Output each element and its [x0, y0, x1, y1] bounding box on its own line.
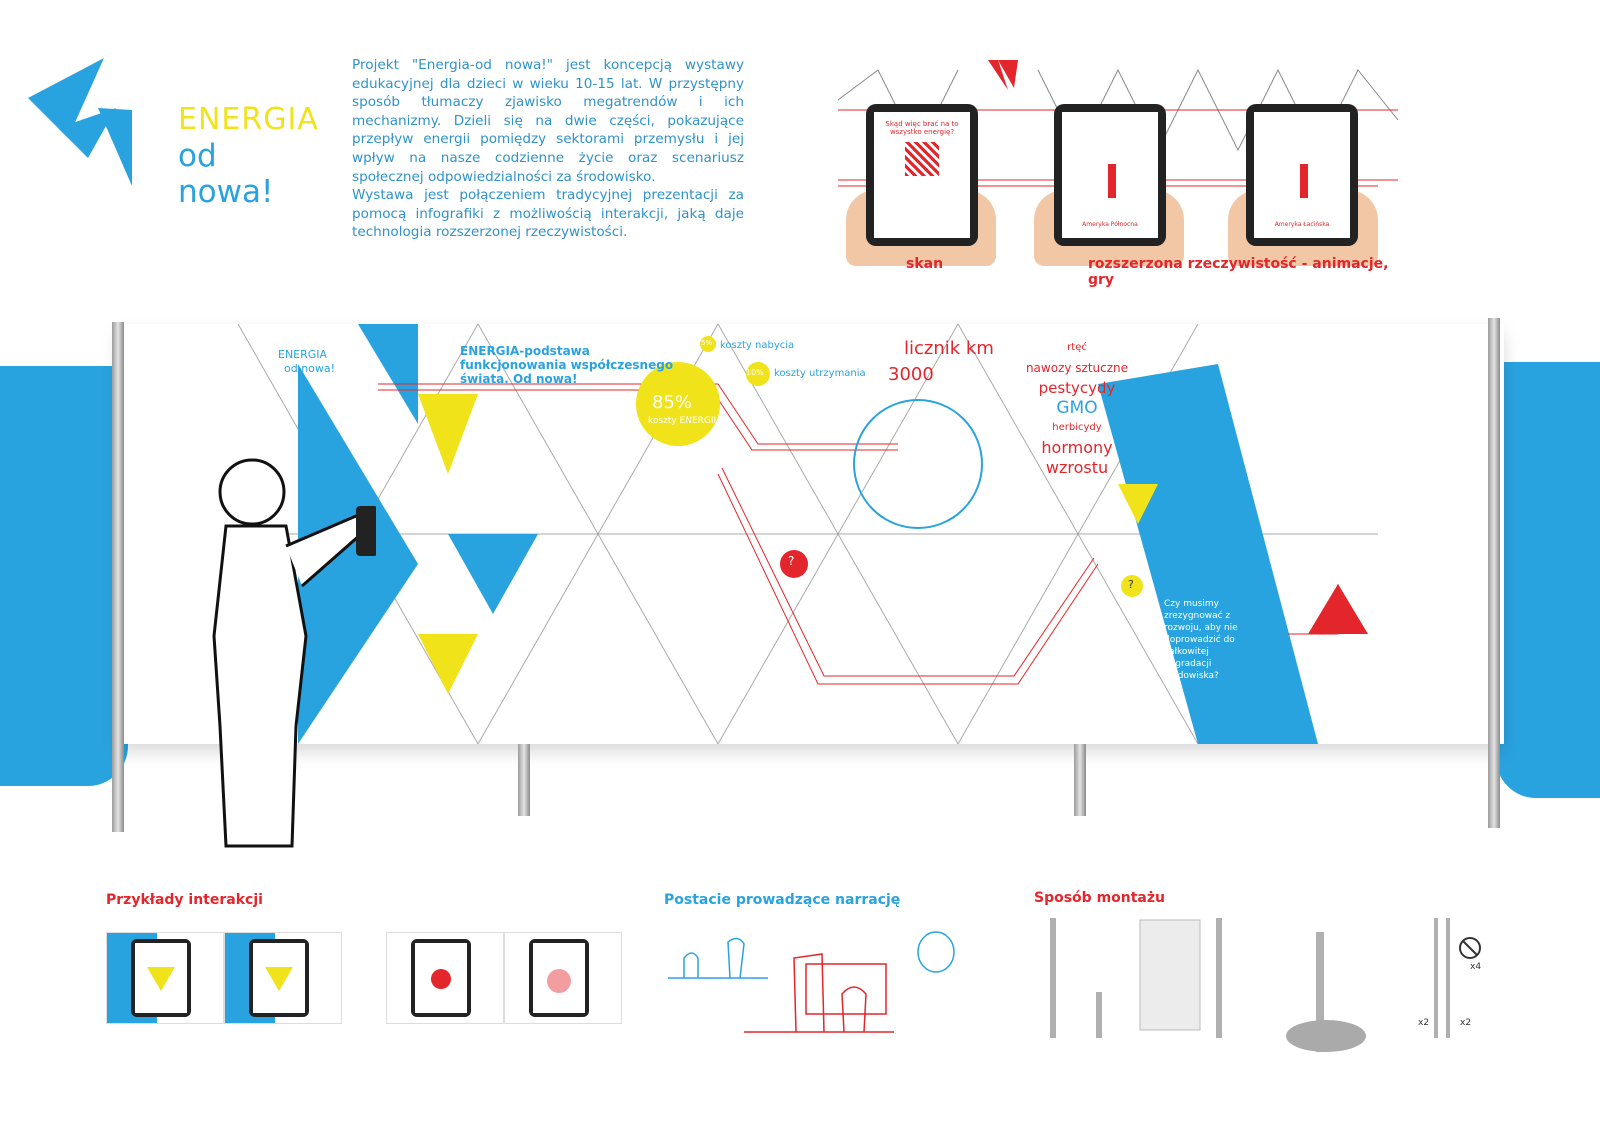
- support-pole: [518, 744, 530, 816]
- question-mark-yellow: ?: [1128, 578, 1134, 591]
- logo-word-od-nowa: od nowa!: [178, 138, 274, 210]
- qty-x2b: x2: [1460, 1018, 1472, 1028]
- assembly-title: Sposób montażu: [1034, 890, 1165, 906]
- narrator-characters-icon: [668, 931, 955, 1033]
- percent-big-caption: koszty ENERGII: [648, 416, 717, 426]
- ar-bar: [1108, 164, 1116, 198]
- question-text: Czy musimy zrezygnować z rozwoju, aby ni…: [1164, 599, 1238, 681]
- interactions-title: Przykłady interakcji: [106, 892, 263, 908]
- chem-item: wzrostu: [1045, 458, 1109, 477]
- interaction-thumb: [106, 932, 224, 1024]
- child-figure-icon: [212, 458, 376, 848]
- chem-item: pestycydy: [1038, 379, 1116, 397]
- chemicals-list: rtęć nawozy sztuczne pestycydy GMO herbi…: [1022, 338, 1132, 478]
- ar-bar: [1300, 164, 1308, 198]
- assembly-diagram-icon: [1050, 918, 1481, 1052]
- intro-text: Projekt "Energia-od nowa!" jest koncepcj…: [352, 56, 744, 242]
- support-pole: [112, 322, 124, 832]
- label-small-1: koszty nabycia: [720, 340, 795, 351]
- percent-small-1: 5%: [701, 339, 713, 347]
- percent-small-2: 10%: [746, 368, 764, 377]
- ar-nav-label: Ameryka Północna: [1082, 221, 1138, 228]
- tablets-illustration: Skąd więc brać na to wszystko energię? A…: [838, 60, 1398, 288]
- wall-logo-line2: od nowa!: [284, 362, 336, 375]
- logo-word-energia: ENERGIA: [178, 102, 319, 137]
- interaction-thumb: [386, 932, 504, 1024]
- percent-big: 85%: [652, 392, 693, 413]
- support-pole: [1488, 318, 1500, 828]
- intro-paragraph-1: Projekt "Energia-od nowa!" jest koncepcj…: [352, 57, 744, 185]
- qty-x2a: x2: [1418, 1018, 1430, 1028]
- scan-screen-text: Skąd więc brać na to wszystko energię?: [885, 120, 959, 136]
- logo-triangles-icon: [28, 58, 132, 186]
- left-blue-band: [0, 366, 128, 786]
- tablet-scan: Skąd więc brać na to wszystko energię?: [866, 104, 978, 246]
- chem-item: hormony: [1041, 438, 1113, 457]
- chem-item: herbicydy: [1052, 422, 1102, 433]
- scan-label: skan: [906, 256, 944, 272]
- qr-code-icon: [905, 142, 939, 176]
- support-pole: [1074, 744, 1086, 816]
- energia-logo: ENERGIA od nowa!: [28, 58, 318, 210]
- interaction-thumb: [224, 932, 342, 1024]
- characters-title: Postacie prowadzące narrację: [664, 892, 901, 908]
- qty-x4: x4: [1470, 962, 1482, 972]
- wall-headline: ENERGIA-podstawa funkcjonowania współcze…: [460, 344, 674, 386]
- counter-title: licznik km: [904, 338, 994, 359]
- ar-label: rozszerzona rzeczywistość - animacje, gr…: [1088, 256, 1389, 288]
- right-blue-band: [1496, 362, 1600, 798]
- ar-nav-label: Ameryka Łacińska: [1274, 221, 1330, 228]
- interaction-thumb: [504, 932, 622, 1024]
- chem-item: GMO: [1056, 398, 1098, 418]
- tablet-ar-1: Ameryka Północna: [1054, 104, 1166, 246]
- tablet-ar-2: Ameryka Łacińska: [1246, 104, 1358, 246]
- question-mark-red: ?: [788, 554, 795, 568]
- wall-logo-line1: ENERGIA: [278, 348, 328, 361]
- intro-paragraph-2: Wystawa jest połączeniem tradycyjnej pre…: [352, 187, 744, 241]
- chem-item: rtęć: [1067, 342, 1087, 353]
- counter-value: 3000: [888, 364, 934, 385]
- label-small-2: koszty utrzymania: [774, 368, 866, 379]
- chem-item: nawozy sztuczne: [1025, 361, 1129, 375]
